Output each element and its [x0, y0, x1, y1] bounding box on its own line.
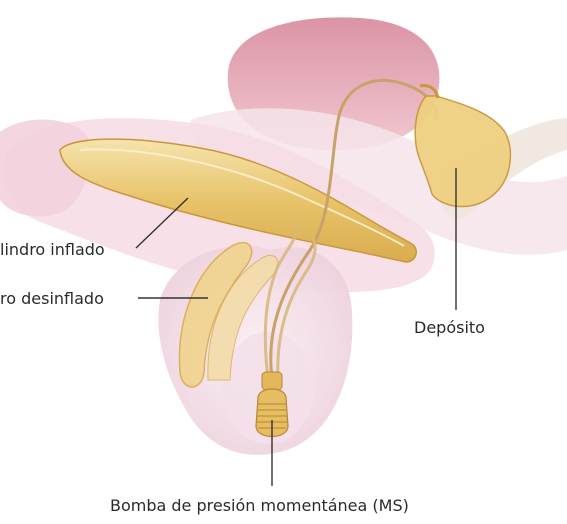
label-inflated-cylinder: lindro inflado — [0, 240, 105, 259]
pump-valve — [262, 372, 282, 390]
label-pump: Bomba de presión momentánea (MS) — [110, 496, 409, 515]
label-reservoir: Depósito — [414, 318, 485, 337]
label-deflated-cylinder: ro desinflado — [0, 289, 104, 308]
